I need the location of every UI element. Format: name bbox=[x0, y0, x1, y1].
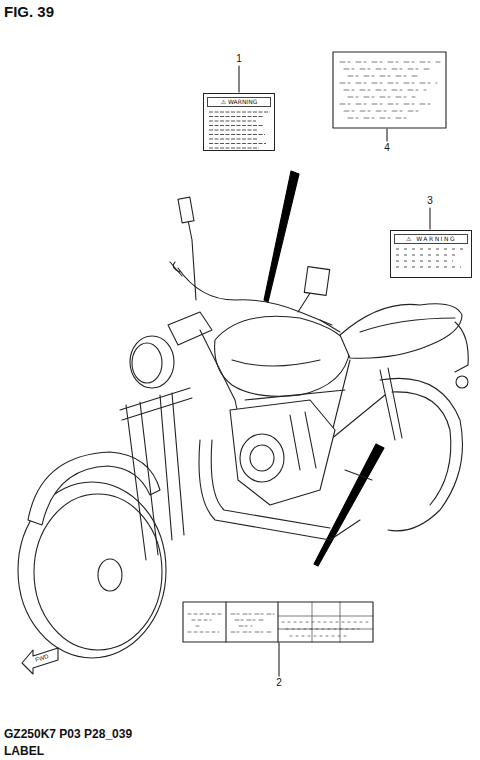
leader-line bbox=[238, 66, 239, 92]
direction-arrow bbox=[22, 648, 58, 674]
leader-line bbox=[429, 208, 430, 229]
warning-label: ⚠ WARNING bbox=[390, 230, 472, 278]
label-print bbox=[340, 62, 440, 118]
figure-code: GZ250K7 P03 P28_039 bbox=[4, 728, 132, 740]
label-plate bbox=[183, 602, 373, 642]
label-divider bbox=[277, 602, 278, 642]
leader-line bbox=[278, 643, 279, 676]
label-divider bbox=[225, 602, 226, 642]
label-print bbox=[188, 614, 370, 636]
callout-number: 1 bbox=[236, 54, 242, 64]
label-divider bbox=[278, 629, 373, 630]
warning-label: ⚠ WARNING bbox=[203, 93, 275, 151]
label-divider bbox=[278, 616, 373, 617]
callout-number: 3 bbox=[427, 196, 433, 206]
figure-caption: LABEL bbox=[4, 745, 44, 757]
callout-number: 4 bbox=[384, 143, 390, 153]
label-plate bbox=[333, 52, 446, 128]
figure-title: FIG. 39 bbox=[4, 3, 54, 20]
leader-line bbox=[386, 129, 387, 141]
pointer-wedge bbox=[264, 171, 299, 302]
warning-heading: ⚠ WARNING bbox=[394, 234, 468, 244]
callout-number: 2 bbox=[276, 678, 282, 688]
warning-heading: ⚠ WARNING bbox=[207, 97, 271, 107]
